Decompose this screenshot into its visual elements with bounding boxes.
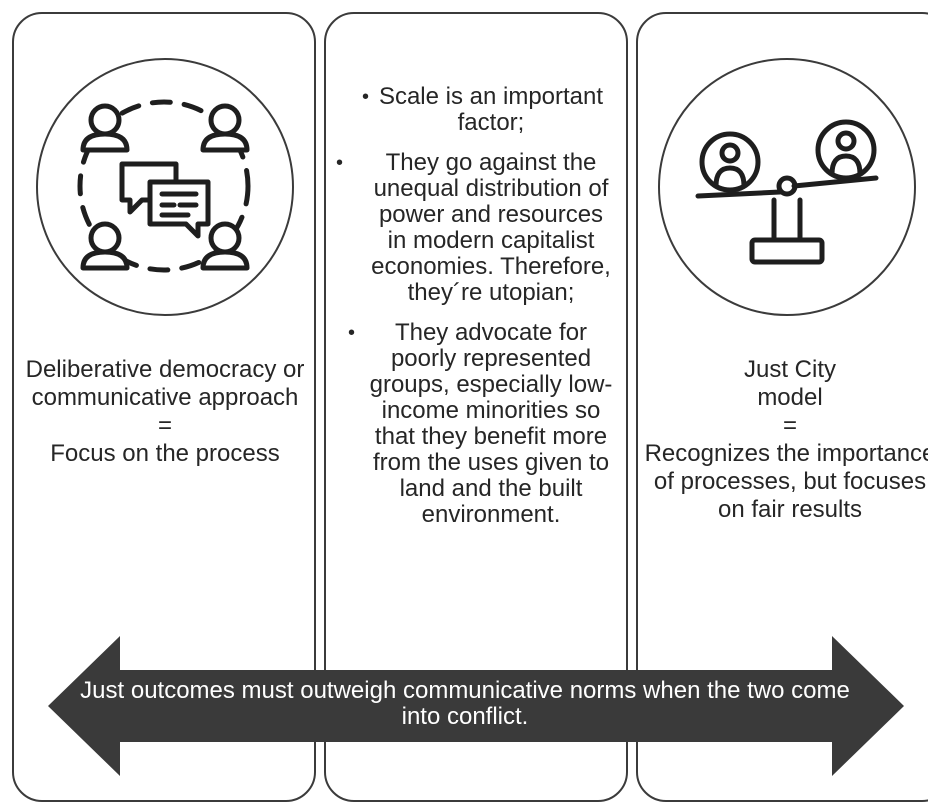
bullet-dot: • [362,86,370,108]
left-subtitle: Focus on the process [50,440,280,467]
double-arrow-shape [48,636,904,776]
balance-scale-people-icon [695,119,879,265]
person-icon-top-right [200,103,250,153]
left-equals: = [157,412,172,439]
right-subtitle: Recognizes the importance of processes, … [644,440,928,523]
person-icon-bottom-right [200,221,250,271]
bullet-item: • They go against the unequal distributi… [332,150,622,306]
bullet-item: • Scale is an important factor; [332,84,622,136]
person-in-circle-icon-left [699,131,761,193]
right-icon-circle [658,58,916,316]
person-in-circle-icon-right [815,119,877,181]
left-icon-circle [36,58,294,316]
discussion-group-icon [77,99,251,273]
left-panel-text: Deliberative democracy or communicative … [22,356,308,468]
bullet-text: Scale is an important factor; [378,83,604,136]
middle-bullet-list: • Scale is an important factor; • They g… [332,84,622,542]
bullet-dot: • [336,152,344,174]
bullet-text: They advocate for poorly represented gro… [369,319,613,528]
chat-bubbles-icon [119,161,211,239]
bullet-dot: • [348,322,356,344]
right-title: Just City model [743,356,836,411]
person-icon-bottom-left [80,221,130,271]
right-panel-text: Just City model = Recognizes the importa… [640,356,928,524]
bullet-item: • They advocate for poorly represented g… [332,320,622,528]
left-title: Deliberative democracy or communicative … [25,356,305,411]
person-icon-top-left [80,103,130,153]
double-arrow-icon [48,636,904,776]
right-equals: = [782,412,797,439]
bullet-text: They go against the unequal distribution… [371,149,611,306]
arrow-text: Just outcomes must outweigh communicativ… [80,677,850,730]
